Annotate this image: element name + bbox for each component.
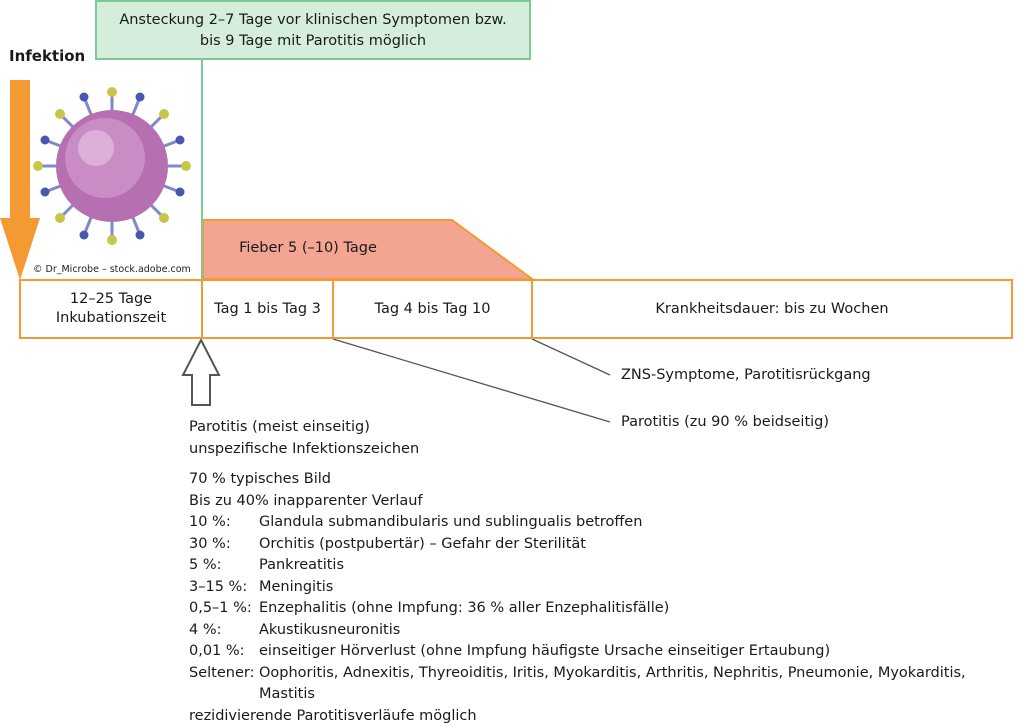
complications-notes: Parotitis (meist einseitig) unspezifisch… <box>189 417 1024 727</box>
infektion-label: Infektion <box>9 47 85 65</box>
note-row: 3–15 %:Meningitis <box>189 577 1024 599</box>
contagion-line-1: Ansteckung 2–7 Tage vor klinischen Sympt… <box>97 10 529 31</box>
note-text: Oophoritis, Adnexitis, Thyreoiditis, Iri… <box>259 663 1024 706</box>
duration-label: Krankheitsdauer: bis zu Wochen <box>655 300 888 319</box>
segment-day4-10: Tag 4 bis Tag 10 <box>332 279 533 339</box>
incubation-days: 12–25 Tage <box>70 290 152 309</box>
segment-day1-3: Tag 1 bis Tag 3 <box>201 279 334 339</box>
fever-label: Fieber 5 (–10) Tage <box>203 240 413 256</box>
note-text: einseitiger Hörverlust (ohne Impfung häu… <box>259 641 830 663</box>
note-text: Glandula submandibularis und sublinguali… <box>259 512 642 534</box>
note-row: 4 %:Akustikusneuronitis <box>189 620 1024 642</box>
onset-up-arrow-icon <box>183 340 219 405</box>
note-inapparent: Bis zu 40% inapparenter Verlauf <box>189 491 1024 513</box>
note-typical: 70 % typisches Bild <box>189 469 1024 491</box>
note-pct: 5 %: <box>189 555 259 577</box>
contagion-line-2: bis 9 Tage mit Parotitis möglich <box>97 31 529 52</box>
image-credit: © Dr_Microbe – stock.adobe.com <box>33 264 191 275</box>
note-row: Seltener:Oophoritis, Adnexitis, Thyreoid… <box>189 663 1024 706</box>
note-pct: 30 %: <box>189 534 259 556</box>
note-row: 10 %:Glandula submandibularis und sublin… <box>189 512 1024 534</box>
note-row: 0,01 %:einseitiger Hörverlust (ohne Impf… <box>189 641 1024 663</box>
infection-arrow-icon <box>0 80 40 280</box>
note-last: rezidivierende Parotitisverläufe möglich <box>189 706 1024 727</box>
note-row: 30 %:Orchitis (postpubertär) – Gefahr de… <box>189 534 1024 556</box>
day4-10-label: Tag 4 bis Tag 10 <box>375 300 491 319</box>
note-pct: 0,01 %: <box>189 641 259 663</box>
note-pct: Seltener: <box>189 663 259 706</box>
segment-duration: Krankheitsdauer: bis zu Wochen <box>531 279 1013 339</box>
day1-3-label: Tag 1 bis Tag 3 <box>214 300 321 319</box>
callout-line-parotitis <box>333 339 610 422</box>
incubation-label: Inkubationszeit <box>56 309 166 328</box>
note-pct: 10 %: <box>189 512 259 534</box>
note-pct: 4 %: <box>189 620 259 642</box>
note-intro-2: unspezifische Infektionszeichen <box>189 439 1024 461</box>
note-pct: 0,5–1 %: <box>189 598 259 620</box>
mumps-virus-icon <box>33 87 191 245</box>
note-text: Orchitis (postpubertär) – Gefahr der Ste… <box>259 534 586 556</box>
note-row: 0,5–1 %:Enzephalitis (ohne Impfung: 36 %… <box>189 598 1024 620</box>
note-text: Enzephalitis (ohne Impfung: 36 % aller E… <box>259 598 669 620</box>
note-pct: 3–15 %: <box>189 577 259 599</box>
callout-zns: ZNS-Symptome, Parotitisrückgang <box>621 367 871 383</box>
note-intro-1: Parotitis (meist einseitig) <box>189 417 1024 439</box>
note-text: Akustikusneuronitis <box>259 620 400 642</box>
note-row: 5 %:Pankreatitis <box>189 555 1024 577</box>
callout-line-zns <box>532 339 610 375</box>
segment-incubation: 12–25 Tage Inkubationszeit <box>19 279 203 339</box>
contagion-box: Ansteckung 2–7 Tage vor klinischen Sympt… <box>95 0 531 60</box>
note-text: Meningitis <box>259 577 333 599</box>
note-text: Pankreatitis <box>259 555 344 577</box>
